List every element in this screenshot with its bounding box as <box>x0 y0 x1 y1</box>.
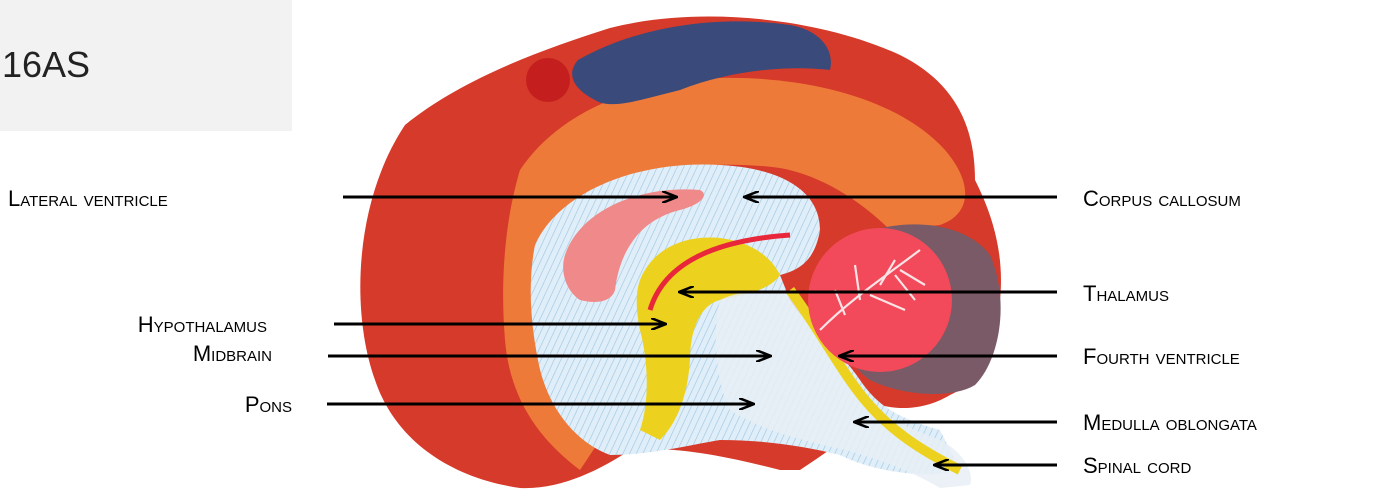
brain-model <box>360 17 1001 489</box>
label-spinal-cord: Spinal cord <box>1083 454 1191 478</box>
label-pons: Pons <box>245 393 292 417</box>
label-corpus-callosum: Corpus callosum <box>1083 187 1241 211</box>
frontal-knob <box>526 58 570 102</box>
label-midbrain: Midbrain <box>193 342 272 366</box>
label-medulla-oblongata: Medulla oblongata <box>1083 411 1257 435</box>
label-thalamus: Thalamus <box>1083 282 1169 306</box>
label-lateral-ventricle: Lateral ventricle <box>8 187 168 211</box>
label-fourth-ventricle: Fourth ventricle <box>1083 345 1240 369</box>
label-hypothalamus: Hypothalamus <box>138 313 267 337</box>
